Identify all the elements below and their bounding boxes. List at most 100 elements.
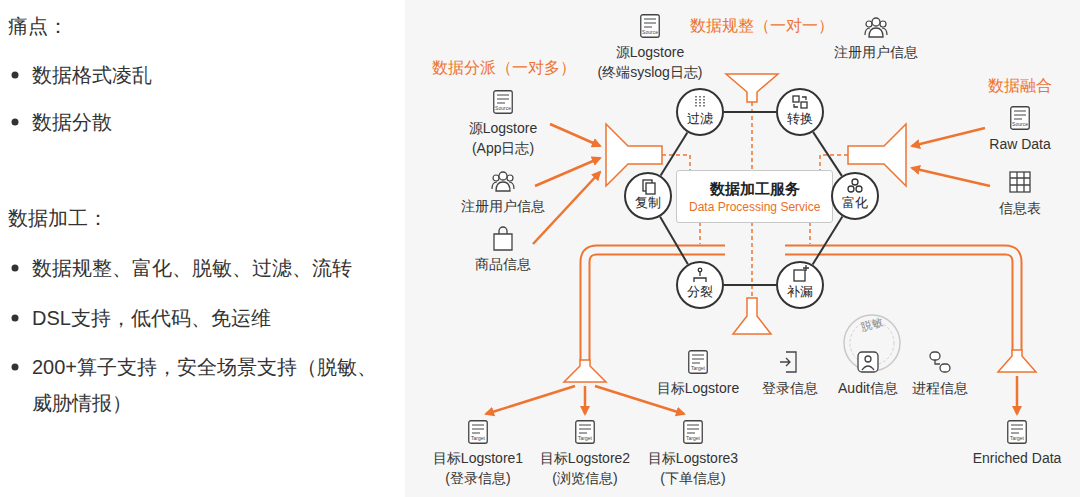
- pipe: [585, 250, 725, 361]
- flow-arrow: [486, 386, 575, 414]
- hexagon-link: [660, 217, 688, 265]
- enrich-icon: [856, 186, 862, 192]
- operator-label: 分裂: [678, 285, 722, 299]
- section-heading: 痛点：: [8, 8, 68, 44]
- bullet-text: DSL支持，低代码、免运维: [32, 300, 271, 336]
- section-heading: 数据加工：: [8, 200, 108, 236]
- node-label: 注册用户信息: [826, 42, 926, 62]
- patch-icon: [803, 265, 809, 271]
- copy-icon: [646, 183, 655, 194]
- service-title: 数据加工服务: [689, 178, 820, 199]
- operator-circle: 过滤: [676, 88, 724, 136]
- bag-icon: [494, 234, 512, 250]
- funnel: [564, 360, 606, 382]
- enrich-icon: [848, 186, 854, 192]
- node-label: 源Logstore (终端syslog日志): [585, 42, 715, 82]
- bullet: [12, 72, 19, 79]
- transform-icon: [794, 97, 806, 107]
- icon-tag: Target: [426, 435, 530, 442]
- node-label: 登录信息: [750, 378, 830, 398]
- pipe: [785, 250, 1017, 351]
- bullet: [12, 265, 19, 272]
- people-icon: [492, 172, 514, 191]
- node-label: 源Logstore (App日志): [453, 118, 553, 158]
- node-label: 进程信息: [900, 378, 980, 398]
- hexagon-link: [724, 284, 776, 286]
- bag-icon: [499, 227, 507, 234]
- audit-icon: [865, 356, 871, 362]
- enrich-icon: [852, 179, 858, 185]
- diagram-panel: [405, 0, 1080, 497]
- table-icon: [1010, 172, 1030, 192]
- hexagon-link: [813, 216, 843, 264]
- logstore-node: TargetEnriched Data: [957, 420, 1077, 468]
- flow-arrow: [584, 386, 587, 414]
- node-label: 信息表: [980, 198, 1060, 218]
- logstore-node: Source 源Logstore (App日志): [453, 90, 553, 158]
- flow-arrow: [912, 168, 990, 186]
- circle-fill: [776, 261, 824, 309]
- bullet-text: 数据分散: [32, 104, 112, 140]
- flow-title: 数据分派（一对多）: [432, 58, 576, 78]
- circle-fill: [831, 172, 879, 220]
- flow-title: 数据融合: [988, 76, 1052, 96]
- info-node: 商品信息: [463, 228, 543, 274]
- icon-tag: Source: [453, 105, 553, 112]
- funnel: [998, 350, 1036, 372]
- info-node: Audit信息: [828, 350, 908, 398]
- transform-icon: [793, 96, 799, 102]
- flow-arrow: [1016, 376, 1019, 414]
- icon-tag: Source: [975, 121, 1065, 128]
- transform-icon: [801, 102, 807, 108]
- process-icon: [930, 352, 940, 360]
- flow-arrow: [550, 124, 600, 146]
- service-box: 数据加工服务Data Processing Service: [676, 170, 833, 223]
- funnel: [733, 298, 771, 334]
- operator-circle: 补漏: [776, 261, 824, 309]
- operator-circle: 分裂: [676, 261, 724, 309]
- bullet: [12, 119, 19, 126]
- table-icon: [1010, 172, 1030, 192]
- circle-fill: [776, 88, 824, 136]
- patch-icon: [794, 270, 805, 281]
- info-node: 注册用户信息: [826, 16, 926, 62]
- node-label: Audit信息: [828, 378, 908, 398]
- audit-icon: [858, 352, 878, 372]
- hexagon-link: [724, 111, 776, 113]
- node-label: 注册用户信息: [453, 196, 553, 216]
- node-label: Enriched Data: [957, 448, 1077, 468]
- operator-circle: 富化: [831, 172, 879, 220]
- funnel: [726, 74, 778, 102]
- node-label: 商品信息: [463, 254, 543, 274]
- login-icon: [780, 358, 790, 366]
- operator-label: 补漏: [778, 285, 822, 299]
- info-node: 信息表: [980, 172, 1060, 218]
- circle-fill: [624, 172, 672, 220]
- node-label: 目标Logstore2 (浏览信息): [533, 448, 637, 488]
- people-icon: [865, 18, 887, 37]
- operator-label: 复制: [626, 196, 670, 210]
- operator-label: 转换: [778, 112, 822, 126]
- node-label: 目标Logstore: [648, 378, 748, 398]
- process-icon: [935, 360, 940, 364]
- pipe-inner: [585, 250, 725, 361]
- logstore-node: Target目标Logstore3 (下单信息): [641, 420, 745, 488]
- bullet: [12, 315, 19, 322]
- bullet-text: 200+算子支持，安全场景支持（脱敏、威胁情报）: [32, 349, 392, 421]
- icon-tag: Target: [641, 435, 745, 442]
- split-icon: [698, 268, 702, 272]
- operator-circle: 转换: [776, 88, 824, 136]
- flow-title: 数据规整（一对一）: [690, 16, 834, 36]
- filter-icon: [696, 96, 704, 108]
- service-subtitle: Data Processing Service: [689, 199, 820, 215]
- logstore-node: Target 目标Logstore2 (浏览信息): [533, 420, 637, 488]
- info-node: 登录信息: [750, 350, 830, 398]
- icon-tag: Target: [533, 435, 637, 442]
- info-node: 注册用户信息: [453, 170, 553, 216]
- process-icon: [940, 364, 950, 372]
- stamp-text: 脱敏: [851, 312, 893, 336]
- bullet: [12, 364, 19, 371]
- logstore-node: SourceRaw Data: [975, 106, 1065, 154]
- circle-fill: [676, 261, 724, 309]
